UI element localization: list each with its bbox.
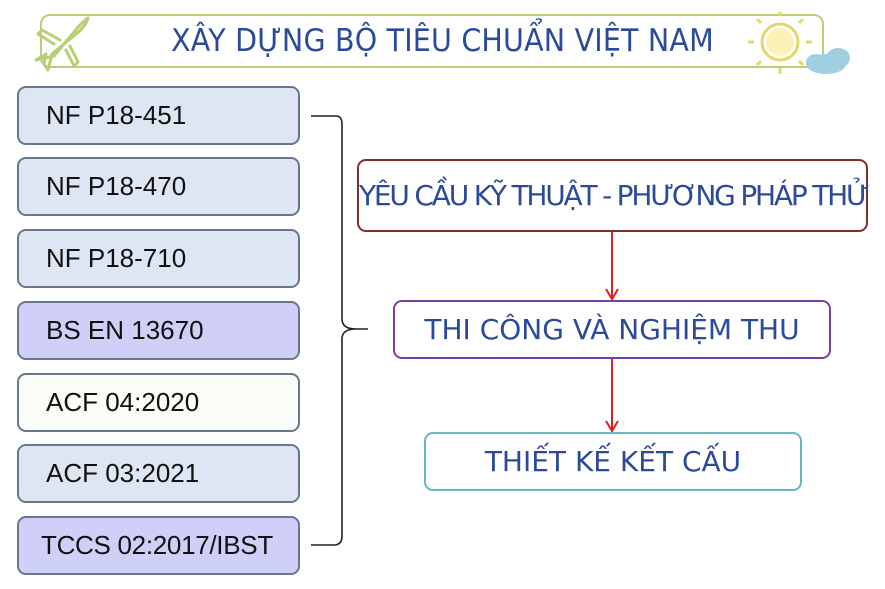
standard-tccs-02-2017-ibst: TCCS 02:2017/IBST bbox=[17, 516, 300, 575]
standard-acf-04-2020: ACF 04:2020 bbox=[17, 373, 300, 432]
title-banner bbox=[40, 14, 824, 68]
standard-acf-03-2021: ACF 03:2021 bbox=[17, 444, 300, 503]
airplane-icon bbox=[34, 16, 90, 72]
flow-step-construction-acceptance: THI CÔNG VÀ NGHIỆM THU bbox=[393, 300, 831, 359]
sun-cloud-icon bbox=[748, 12, 850, 74]
flow-step-requirements-test-methods: YÊU CẦU KỸ THUẬT - PHƯƠNG PHÁP THỬ bbox=[357, 159, 870, 232]
flow-step-structural-design: THIẾT KẾ KẾT CẤU bbox=[424, 432, 802, 491]
standard-nf-p18-470: NF P18-470 bbox=[17, 157, 300, 216]
page-title: XÂY DỰNG BỘ TIÊU CHUẨN VIỆT NAM bbox=[171, 23, 714, 59]
standard-nf-p18-451: NF P18-451 bbox=[17, 86, 300, 145]
standard-bs-en-13670: BS EN 13670 bbox=[17, 301, 300, 360]
arrowhead-step3 bbox=[605, 420, 619, 433]
arrowhead-step2 bbox=[605, 288, 619, 301]
grouping-bracket bbox=[311, 115, 368, 546]
standard-nf-p18-710: NF P18-710 bbox=[17, 229, 300, 288]
